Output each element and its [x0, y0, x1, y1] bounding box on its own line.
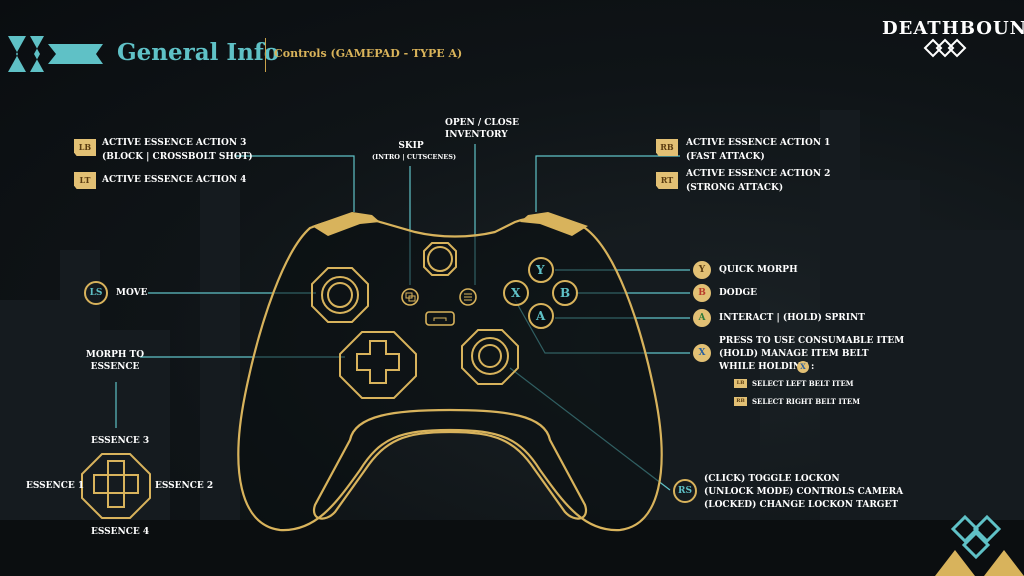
x-callout-line3: WHILE HOLDING [719, 362, 809, 372]
x-callout-colon: : [811, 362, 815, 372]
y-callout-badge: Y [693, 261, 711, 279]
essence-up-label: ESSENCE 3 [91, 436, 150, 446]
y-button-letter: Y [536, 263, 545, 277]
rt-badge: RT [656, 172, 678, 189]
dpad-label-line2: ESSENCE [90, 362, 140, 372]
skip-sublabel: (INTRO | CUTSCENES) [372, 153, 457, 161]
y-callout-label: QUICK MORPH [719, 265, 798, 275]
dpad [339, 331, 417, 399]
x-callout-badge: X [693, 344, 711, 362]
guide-button [423, 242, 457, 276]
brand-emblem-icon [923, 38, 967, 58]
rs-label-line3: (LOCKED) CHANGE LOCKON TARGET [704, 500, 899, 510]
lb-label-line1: ACTIVE ESSENCE ACTION 3 [102, 138, 247, 148]
page-title: General Info [117, 39, 280, 66]
lt-badge: LT [74, 172, 96, 189]
inventory-label-line1: OPEN / CLOSE [445, 118, 519, 128]
inventory-label-line2: INVENTORY [445, 130, 508, 140]
lb-connector-line [236, 155, 355, 212]
ls-badge: LS [84, 281, 108, 305]
controller-inner-outline [312, 408, 588, 520]
skip-label: SKIP [398, 141, 424, 151]
x-callout-line2: (HOLD) MANAGE ITEM BELT [719, 349, 869, 359]
right-stick [461, 329, 519, 385]
ls-label: MOVE [116, 288, 148, 298]
page-subtitle: Controls (GAMEPAD - TYPE A) [274, 47, 463, 60]
essence-down-label: ESSENCE 4 [91, 527, 150, 537]
x-button [503, 280, 529, 306]
corner-emblem-icon [935, 514, 1024, 576]
rt-label-line2: (STRONG ATTACK) [686, 183, 784, 193]
title-divider [265, 38, 266, 72]
rs-label-line1: (CLICK) TOGGLE LOCKON [704, 474, 840, 484]
belt-left-badge: LB [734, 379, 747, 388]
left-stick [311, 267, 369, 323]
b-callout-label: DODGE [719, 288, 757, 298]
a-callout-badge: A [693, 309, 711, 327]
view-button [401, 288, 419, 306]
lt-label: ACTIVE ESSENCE ACTION 4 [102, 175, 247, 185]
lb-bumper [312, 212, 380, 236]
y-button [528, 257, 554, 283]
x-callout-line1: PRESS TO USE CONSUMABLE ITEM [719, 336, 905, 346]
b-callout-badge: B [693, 284, 711, 302]
rb-connector-line [535, 155, 680, 212]
belt-right-badge: RB [734, 397, 747, 406]
a-callout-label: INTERACT | (HOLD) SPRINT [719, 313, 865, 323]
lb-label-line2: (BLOCK | CROSSBOLT SHOT) [102, 152, 253, 162]
b-button [552, 280, 578, 306]
belt-left-label: SELECT LEFT BELT ITEM [752, 379, 854, 388]
a-button-letter: A [536, 309, 546, 323]
share-button [425, 311, 455, 326]
rb-badge: RB [656, 139, 678, 156]
b-button-letter: B [560, 286, 571, 300]
essence-dpad [81, 453, 151, 519]
x-button-letter: X [511, 286, 521, 300]
rb-label-line1: ACTIVE ESSENCE ACTION 1 [686, 138, 831, 148]
essence-right-label: ESSENCE 2 [155, 481, 214, 491]
a-button [528, 303, 554, 329]
dpad-label-line1: MORPH TO [85, 350, 145, 360]
menu-button [459, 288, 477, 306]
header-emblem-icon [8, 36, 103, 72]
brand-logo: DEATHBOUND [882, 18, 1024, 39]
rs-badge: RS [673, 479, 697, 503]
essence-left-label: ESSENCE 1 [26, 481, 85, 491]
rt-label-line1: ACTIVE ESSENCE ACTION 2 [686, 169, 831, 179]
lb-badge: LB [74, 139, 96, 156]
rb-label-line2: (FAST ATTACK) [686, 152, 765, 162]
rs-label-line2: (UNLOCK MODE) CONTROLS CAMERA [704, 487, 904, 497]
rb-bumper [520, 212, 588, 236]
x-inline-badge: X [797, 361, 809, 373]
belt-right-label: SELECT RIGHT BELT ITEM [752, 397, 861, 406]
